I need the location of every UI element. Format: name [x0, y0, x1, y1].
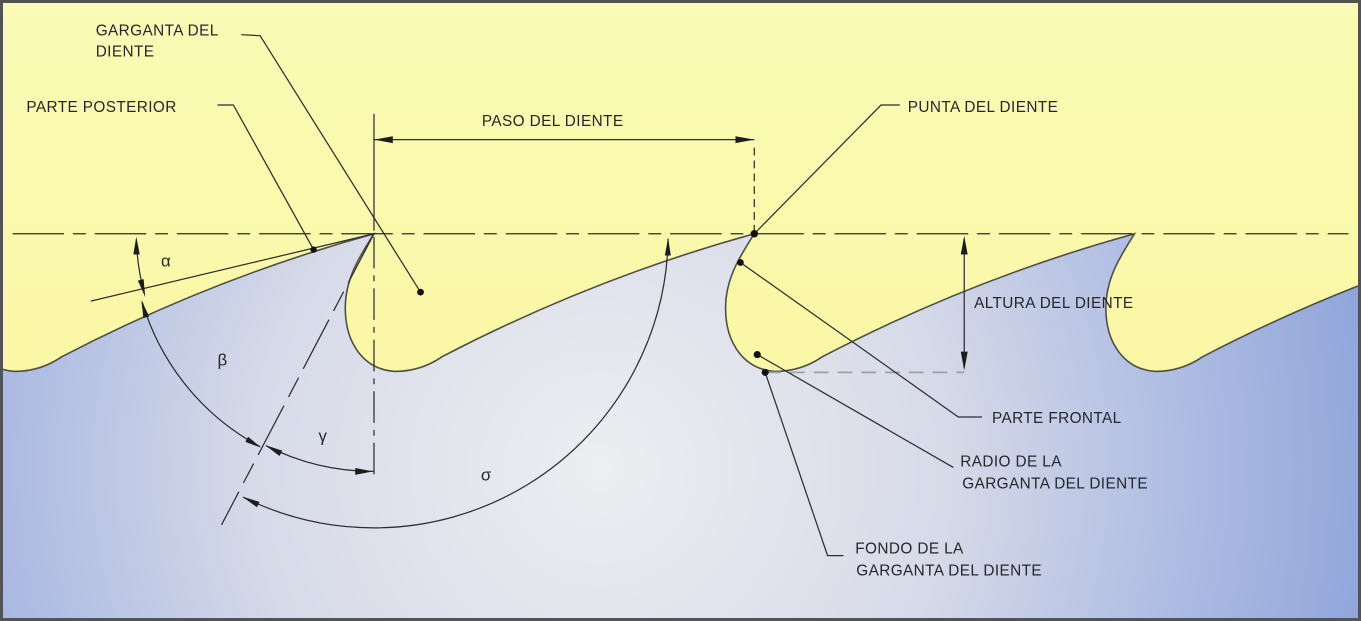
sigma-arc [242, 238, 669, 529]
parte-posterior-leader [217, 104, 315, 250]
garganta-leader [241, 34, 422, 293]
sigma-left-arrowhead [242, 496, 260, 508]
alpha-top-arrowhead [133, 236, 140, 255]
label-parte-posterior: PARTE POSTERIOR [26, 99, 176, 116]
altura-bottom-arrowhead [960, 351, 968, 371]
label-beta-angle: β [218, 350, 228, 369]
label-sigma-angle: σ [481, 465, 492, 484]
label-fondo-line1: FONDO DE LA [855, 541, 964, 558]
sigma-top-arrowhead [664, 237, 671, 256]
rake-face-line [220, 233, 375, 526]
punta-leader [753, 104, 900, 235]
beta-bottom-arrowhead [245, 436, 262, 448]
beta-arc [141, 301, 261, 448]
punta-point [750, 229, 759, 238]
paso-right-arrowhead [735, 136, 755, 144]
diagram-svg: GARGANTA DEL DIENTE PARTE POSTERIOR PASO… [3, 23, 1358, 618]
fondo-leader [764, 372, 844, 557]
altura-top-arrowhead [960, 235, 968, 255]
label-altura: ALTURA DEL DIENTE [974, 295, 1133, 312]
radio-point [753, 351, 761, 359]
back-tangent-line [90, 233, 375, 302]
label-alpha-angle: α [161, 251, 171, 270]
label-radio-line1: RADIO DE LA [960, 453, 1062, 470]
gamma-right-arrowhead [355, 467, 373, 475]
parte-frontal-point [737, 259, 744, 266]
gamma-upper-arrowhead [265, 445, 283, 456]
blade-profile [3, 232, 1358, 618]
beta-top-arrowhead [141, 300, 150, 319]
radio-leader [756, 354, 954, 469]
label-garganta-line1: GARGANTA DEL [96, 23, 219, 40]
label-garganta-line2: DIENTE [96, 43, 155, 60]
parte-frontal-leader [740, 261, 983, 418]
paso-left-arrowhead [373, 136, 393, 144]
label-parte-frontal: PARTE FRONTAL [992, 410, 1122, 427]
label-radio-line2: GARGANTA DEL DIENTE [962, 475, 1148, 492]
label-fondo-line2: GARGANTA DEL DIENTE [856, 562, 1042, 579]
label-paso: PASO DEL DIENTE [482, 113, 624, 130]
parte-posterior-point [310, 246, 317, 253]
label-gamma-angle: γ [319, 427, 328, 446]
fondo-point [761, 368, 769, 376]
label-punta: PUNTA DEL DIENTE [908, 99, 1058, 116]
garganta-point [417, 288, 424, 296]
alpha-bottom-arrowhead [137, 279, 146, 298]
